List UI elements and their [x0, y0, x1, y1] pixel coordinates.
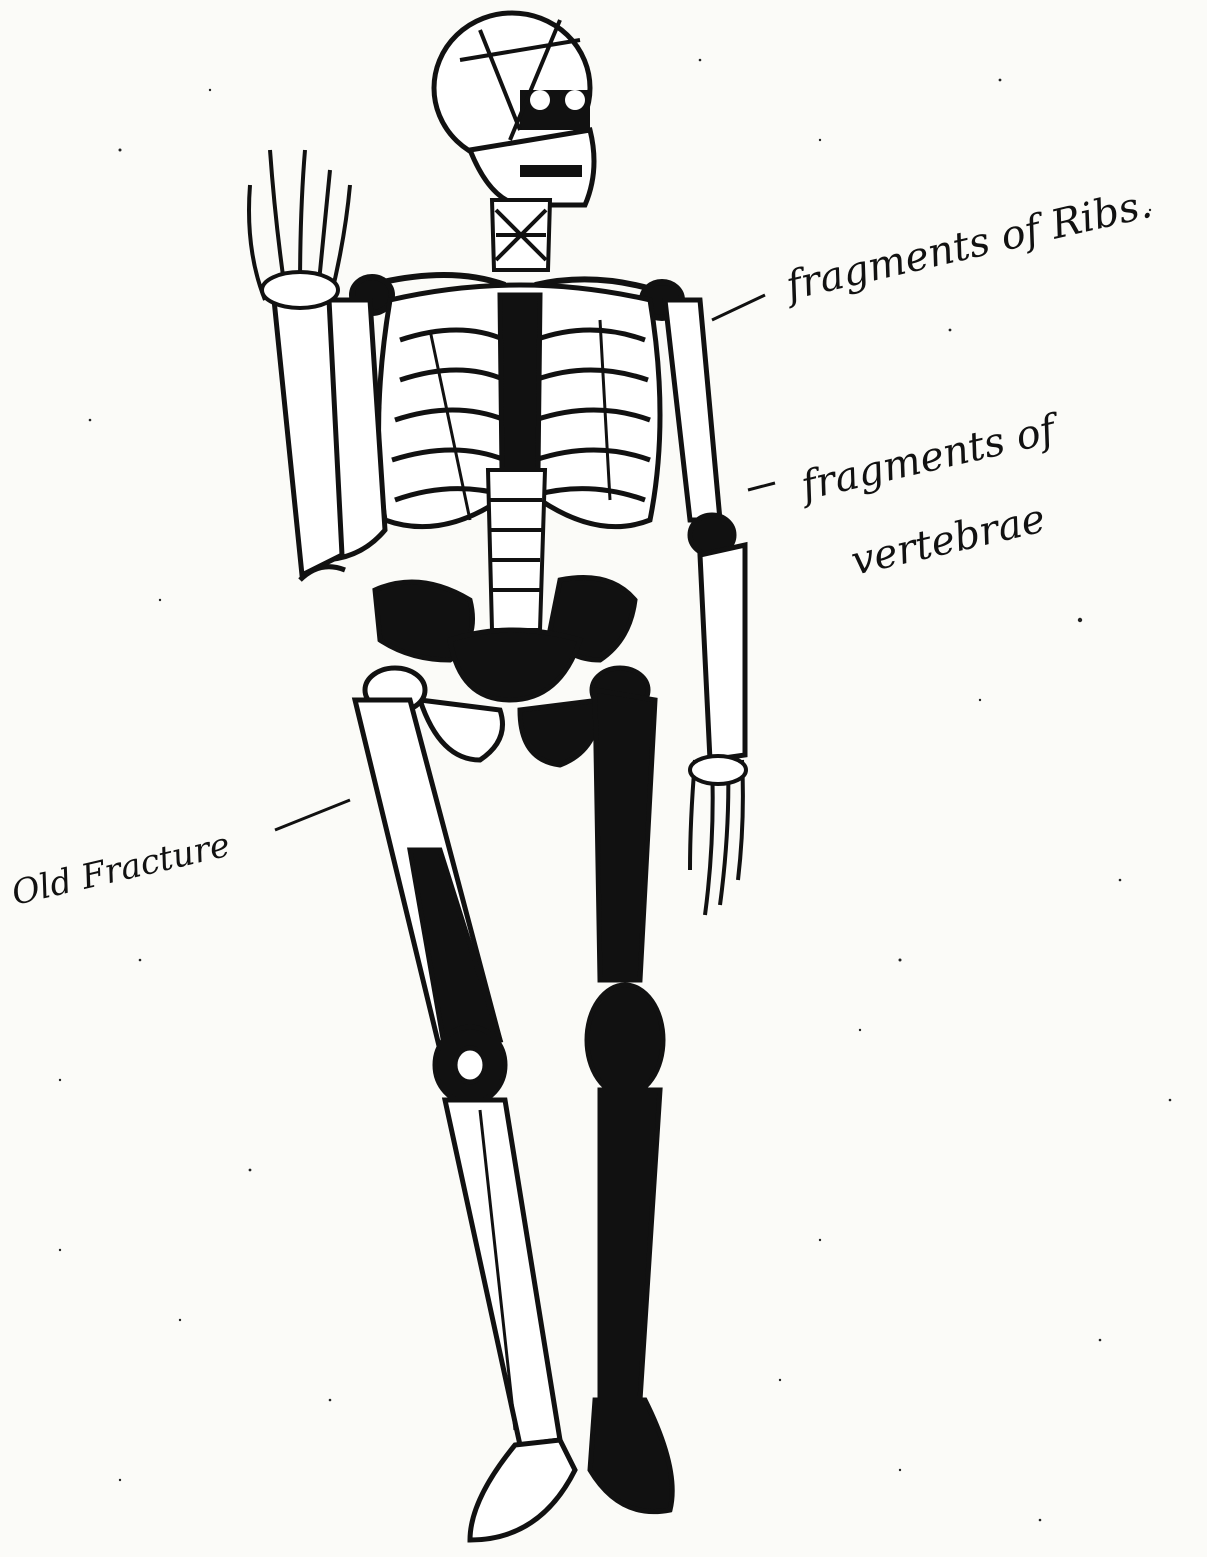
lumbar-spine: [488, 470, 545, 630]
cervical-spine: [492, 200, 550, 270]
